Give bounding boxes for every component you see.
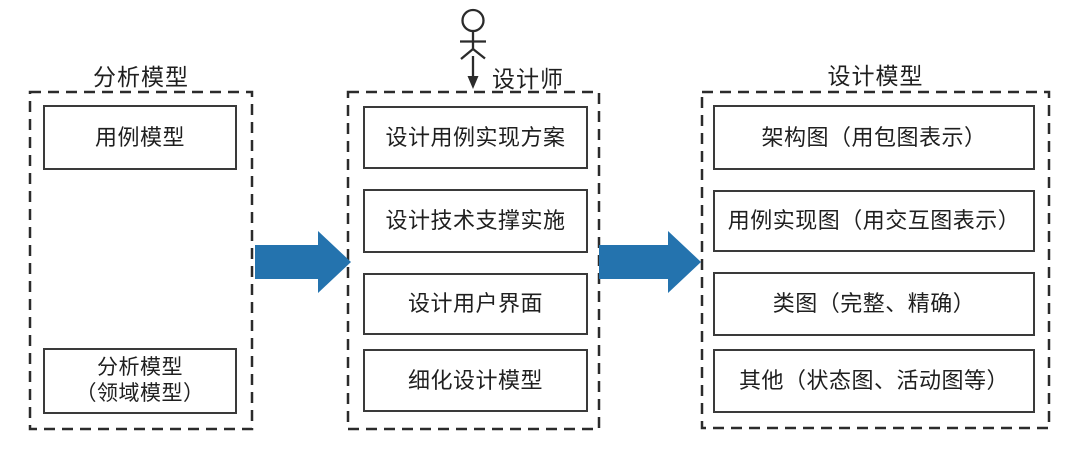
analysis-domain-model-box: 分析模型 （领域模型） <box>43 348 237 414</box>
class-diagram-label: 类图（完整、精确） <box>772 291 976 317</box>
flow-arrow-left-icon <box>255 231 351 293</box>
other-diagrams-label: 其他（状态图、活动图等） <box>738 368 1009 394</box>
actor-icon <box>460 8 486 60</box>
refine-design-model-label: 细化设计模型 <box>407 367 543 393</box>
analysis-model-label: 分析模型 <box>97 355 183 379</box>
analysis-model-dashed-box <box>28 90 254 431</box>
flow-arrow-right-icon <box>599 231 701 293</box>
design-tech-support-label: 设计技术支撑实施 <box>385 208 566 234</box>
use-case-realization-diagram-label: 用例实现图（用交互图表示） <box>727 208 1021 234</box>
refine-design-model-box: 细化设计模型 <box>363 349 588 412</box>
use-case-model-box: 用例模型 <box>43 105 237 170</box>
design-ui-box: 设计用户界面 <box>363 273 588 335</box>
domain-model-sublabel: （领域模型） <box>75 382 205 405</box>
use-case-realization-diagram-box: 用例实现图（用交互图表示） <box>713 190 1035 252</box>
design-tech-support-box: 设计技术支撑实施 <box>363 189 588 253</box>
design-model-title: 设计模型 <box>827 63 924 89</box>
designer-label: 设计师 <box>492 66 564 92</box>
architecture-diagram-label: 架构图（用包图表示） <box>761 124 987 150</box>
class-diagram-box: 类图（完整、精确） <box>713 272 1035 336</box>
architecture-diagram-box: 架构图（用包图表示） <box>713 105 1035 170</box>
design-model-dashed-box <box>700 90 1051 430</box>
other-diagrams-box: 其他（状态图、活动图等） <box>713 349 1035 413</box>
analysis-model-title: 分析模型 <box>93 64 189 90</box>
design-use-case-realization-box: 设计用例实现方案 <box>363 106 588 169</box>
actor-down-arrow-icon <box>467 56 479 89</box>
use-case-model-label: 用例模型 <box>94 124 185 150</box>
design-use-case-realization-label: 设计用例实现方案 <box>385 124 566 150</box>
design-ui-label: 设计用户界面 <box>407 291 543 317</box>
